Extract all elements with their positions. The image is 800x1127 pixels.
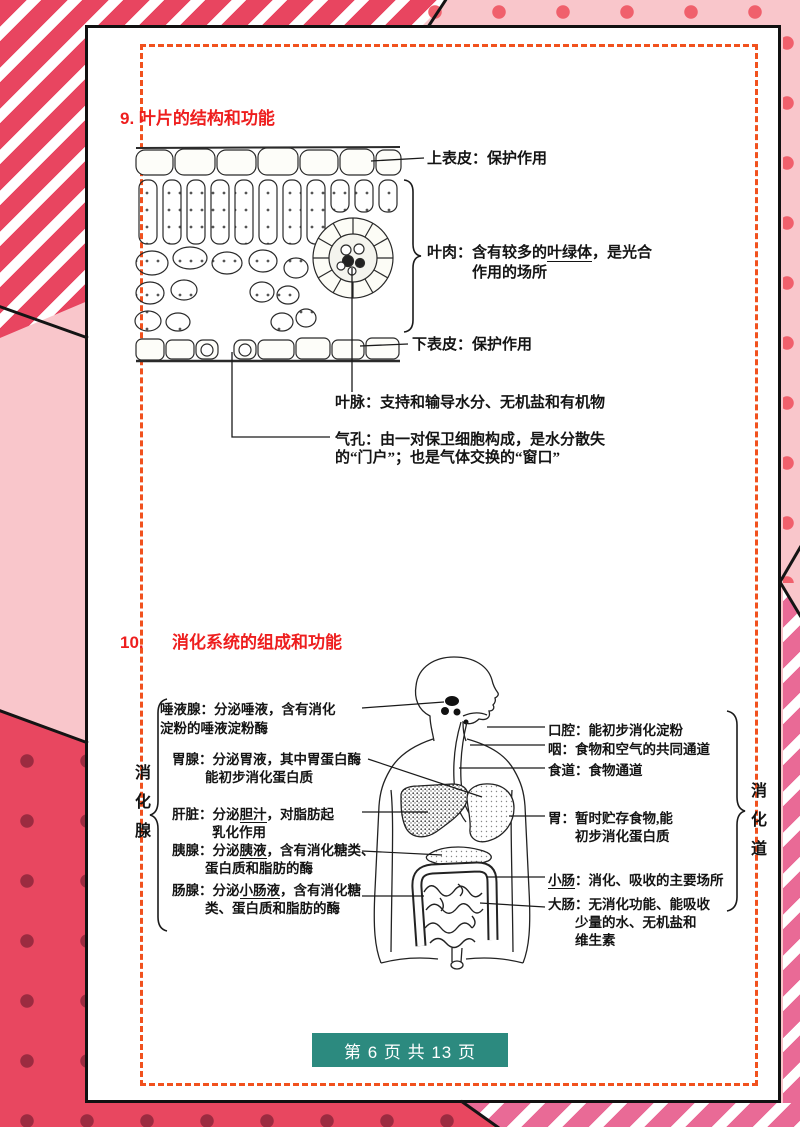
group-label-digestive-tract: 消化道 (748, 782, 765, 869)
label-upper-epidermis: 上表皮：保护作用 (427, 151, 548, 167)
label-esophagus: 食道：食物通道 (548, 763, 643, 778)
label-liver: 肝脏：分泌胆汁，对脂肪起 乳化作用 (172, 807, 334, 840)
label-lower-epidermis: 下表皮：保护作用 (412, 337, 533, 353)
label-pancreas: 胰腺：分泌胰液，含有消化糖类、 蛋白质和脂肪的酶 (172, 843, 375, 876)
label-stoma: 气孔：由一对保卫细胞构成，是水分散失 的“门户”；也是气体交换的“窗口” (335, 432, 606, 466)
section10-title: 10.消化系统的组成和功能 (120, 633, 342, 652)
decor-dots-right (783, 0, 800, 583)
label-leaf-vein: 叶脉：支持和输导水分、无机盐和有机物 (335, 395, 606, 411)
decor-stripes-bottom-right (463, 1103, 800, 1127)
decor-stripes-right (783, 585, 800, 1103)
label-mesophyll: 叶肉：含有较多的叶绿体，是光合 作用的场所 (427, 245, 653, 281)
label-oral-cavity: 口腔：能初步消化淀粉 (548, 723, 683, 738)
inner-dashed-border (140, 44, 758, 1086)
label-pharynx: 咽：食物和空气的共同通道 (548, 742, 710, 757)
label-small-intestine: 小肠：消化、吸收的主要场所 (548, 873, 724, 889)
page-number-badge: 第 6 页 共 13 页 (312, 1033, 508, 1067)
label-stomach: 胃：暂时贮存食物,能 初步消化蛋白质 (548, 811, 673, 844)
label-intestinal-gland: 肠腺：分泌小肠液，含有消化糖 类、蛋白质和脂肪的酶 (172, 883, 361, 916)
label-salivary-gland: 唾液腺：分泌唾液，含有消化 淀粉的唾液淀粉酶 (160, 702, 336, 736)
document-page: 9. 叶片的结构和功能 上表皮：保护作用 叶肉：含有较多的叶绿体，是光合 作用的… (85, 25, 781, 1103)
section9-title: 9. 叶片的结构和功能 (120, 109, 275, 128)
group-label-digestive-glands: 消化腺 (132, 764, 149, 851)
label-large-intestine: 大肠：无消化功能、能吸收 少量的水、无机盐和 维生素 (548, 897, 710, 948)
decor-dots-top-right (420, 0, 800, 28)
label-gastric-gland: 胃腺：分泌胃液，其中胃蛋白酶 能初步消化蛋白质 (172, 752, 361, 785)
